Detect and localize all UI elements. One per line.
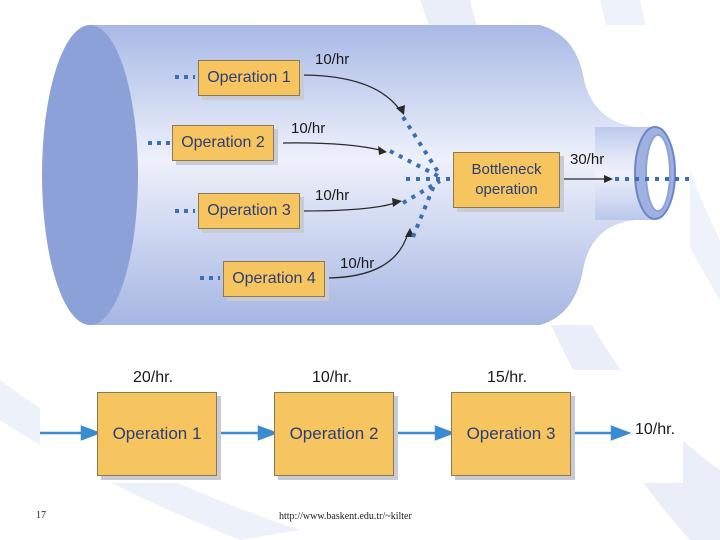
bottom-rate-operation-1: 20/hr. <box>133 369 174 386</box>
bottom-rate-operation-2: 10/hr. <box>312 369 353 386</box>
input-dots <box>148 75 220 280</box>
bottleneck-label-line2: operation <box>475 181 538 198</box>
bottom-operation-3-box: Operation 3 <box>451 392 571 476</box>
top-operation-3-box: Operation 3 <box>198 193 300 229</box>
bottom-rate-operation-3: 15/hr. <box>487 369 528 386</box>
top-operation-2-box: Operation 2 <box>172 125 274 161</box>
footer-url[interactable]: http://www.baskent.edu.tr/~kilter <box>279 511 412 522</box>
top-rate-operation-1: 10/hr <box>315 51 350 68</box>
bottom-operation-2-box: Operation 2 <box>274 392 394 476</box>
top-operation-4-box: Operation 4 <box>223 261 325 297</box>
bottleneck-operation-box: Bottleneck operation <box>453 152 560 208</box>
top-rate-operation-2: 10/hr <box>291 120 326 137</box>
bottleneck-bottle-diagram: Operation 1 Operation 2 Operation 3 Oper… <box>35 25 690 325</box>
bottom-operation-1-box: Operation 1 <box>97 392 217 476</box>
top-rate-operation-3: 10/hr <box>315 187 350 204</box>
top-operation-1-box: Operation 1 <box>198 60 300 96</box>
page-number: 17 <box>36 510 46 521</box>
bottom-output-rate: 10/hr. <box>635 421 676 438</box>
bottleneck-label-line1: Bottleneck <box>471 161 542 178</box>
top-rate-operation-4: 10/hr <box>340 255 375 272</box>
serial-flow-arrows <box>40 425 632 441</box>
bottle-graphic <box>42 25 690 325</box>
bottleneck-output-rate: 30/hr <box>570 151 605 168</box>
serial-operations-diagram: Operation 1 Operation 2 Operation 3 20/h… <box>40 369 683 483</box>
